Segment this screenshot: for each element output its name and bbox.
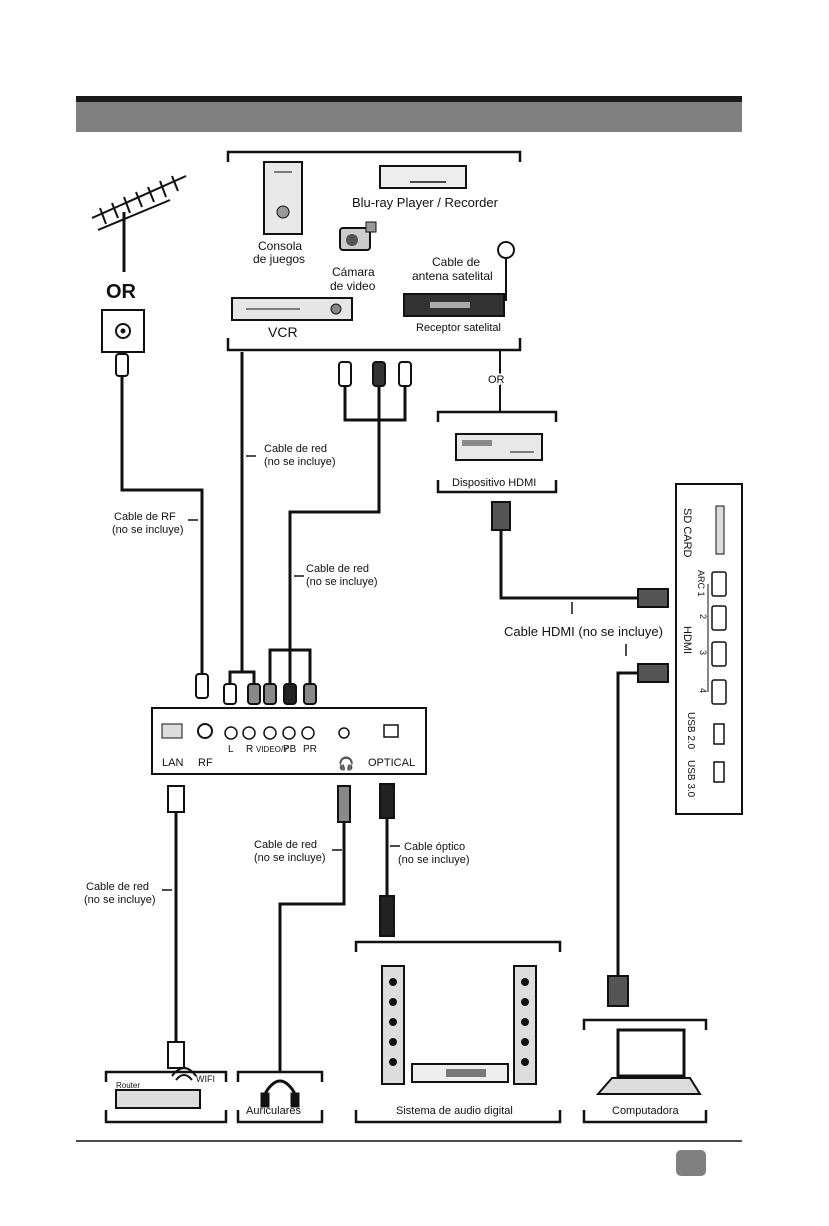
side-panel: SD CARD ARC 1 2 HDMI 3 4 USB 2.0 USB 3.0: [675, 483, 743, 815]
side-hdmi3: 3: [698, 650, 708, 655]
headphone-symbol: 🎧: [338, 756, 354, 771]
wifi-label: WIFI: [196, 1074, 215, 1084]
router-label: Router: [116, 1081, 140, 1090]
header-bar: [76, 102, 742, 132]
side-usb3: USB 3.0: [685, 760, 696, 798]
optical-label-1: Cable óptico: [404, 841, 465, 853]
headphones-icon: [260, 1079, 300, 1108]
headphone-cable: [278, 785, 351, 1072]
laptop-icon: [595, 1028, 702, 1095]
headphone-port-icon: [338, 727, 350, 739]
headphones-bracket: [236, 1070, 324, 1124]
or-label: OR: [488, 374, 505, 386]
sat-receiver-icon: [403, 293, 505, 317]
antenna-icon: [91, 175, 187, 272]
lan-port-icon: [161, 723, 183, 739]
side-sd-card: SD CARD: [681, 508, 693, 558]
hdmi-cable-label: Cable HDMI (no se incluye): [504, 624, 663, 639]
rf-cable-label-1: Cable de RF: [114, 511, 176, 523]
bluray-player-icon: [379, 165, 467, 189]
optical-cable: [379, 783, 395, 937]
optical-label-2: (no se incluye): [398, 854, 470, 866]
router-bracket: [104, 1070, 228, 1124]
optical-port-icon: [383, 724, 399, 738]
panel-plugs: [195, 673, 317, 705]
net3-label-1: Cable de red: [86, 881, 149, 893]
port-pr: PR: [303, 744, 317, 755]
devices-bracket: [226, 150, 522, 352]
computer-label: Computadora: [612, 1105, 680, 1117]
sat-cable-label-2: antena satelital: [412, 269, 493, 283]
audio-system-bracket: [354, 940, 562, 1124]
port-lan: LAN: [162, 757, 183, 769]
console-label-1: Consola: [258, 239, 302, 253]
hdmi-cable-bottom: [607, 663, 669, 1007]
camera-label-2: de video: [330, 279, 376, 293]
lan-cable: [167, 785, 185, 1069]
component-cable: [268, 386, 407, 684]
hdmi-device-bracket: [436, 410, 558, 494]
antenna-or-label: OR: [106, 281, 137, 303]
vcr-icon: [231, 297, 353, 321]
side-usb2: USB 2.0: [685, 712, 696, 750]
rf-cable: [120, 376, 204, 674]
side-hdmi: HDMI: [681, 626, 693, 654]
speaker-right-icon: [513, 965, 537, 1085]
bluray-label: Blu-ray Player / Recorder: [352, 195, 499, 210]
headphones-label: Auriculares: [246, 1105, 302, 1117]
rca-plugs-top: [338, 361, 412, 387]
audio-system-label: Sistema de audio digital: [396, 1105, 513, 1117]
header-bar-top: [76, 96, 742, 102]
hdmi-device-label: Dispositivo HDMI: [452, 477, 536, 489]
vcr-cable: [228, 352, 256, 684]
rf-panel-plug: [195, 673, 209, 699]
page-number-badge: [676, 1150, 706, 1176]
rf-port-icon: [197, 723, 213, 739]
side-hdmi2: 2: [698, 614, 708, 619]
vcr-label: VCR: [268, 324, 298, 340]
net4-label-2: (no se incluye): [254, 852, 326, 864]
camera-label-1: Cámara: [332, 265, 375, 279]
hdmi-cable-top: [491, 501, 669, 608]
section-header: [76, 96, 742, 132]
computer-bracket: [582, 1018, 708, 1124]
side-hdmi4: 4: [698, 688, 708, 693]
side-arc1: ARC 1: [696, 570, 706, 597]
tv-back-panel: LAN RF L R VIDEO/Y PB PR 🎧 OPTICAL: [151, 707, 427, 775]
sat-cable-label-1: Cable de: [432, 255, 480, 269]
port-rf: RF: [198, 757, 213, 769]
speaker-left-icon: [381, 965, 405, 1085]
hdmi-device-icon: [455, 433, 543, 461]
game-console-icon: [263, 161, 303, 235]
rf-cable-label-2: (no se incluye): [112, 524, 184, 536]
camcorder-icon: [339, 221, 377, 251]
console-label-2: de juegos: [253, 252, 305, 266]
port-optical: OPTICAL: [368, 757, 415, 769]
sat-receiver-label: Receptor satelital: [416, 322, 501, 334]
audio-receiver-icon: [411, 1063, 509, 1083]
port-pb: PB: [283, 744, 297, 755]
wall-jack-icon: [101, 309, 145, 353]
net3-label-2: (no se incluye): [84, 894, 156, 906]
port-video: VIDEO/Y: [256, 745, 289, 754]
port-l: L: [228, 744, 234, 755]
net2-label-2: (no se incluye): [306, 576, 378, 588]
sd-card-slot-icon: [715, 505, 725, 555]
net2-label-1: Cable de red: [306, 563, 369, 575]
rf-plug-icon: [115, 353, 129, 377]
satellite-dish-icon: [492, 241, 515, 301]
net1-label-1: Cable de red: [264, 443, 327, 455]
port-r: R: [246, 744, 253, 755]
net1-label-2: (no se incluye): [264, 456, 336, 468]
net4-label-1: Cable de red: [254, 839, 317, 851]
router-icon: [115, 1067, 201, 1109]
